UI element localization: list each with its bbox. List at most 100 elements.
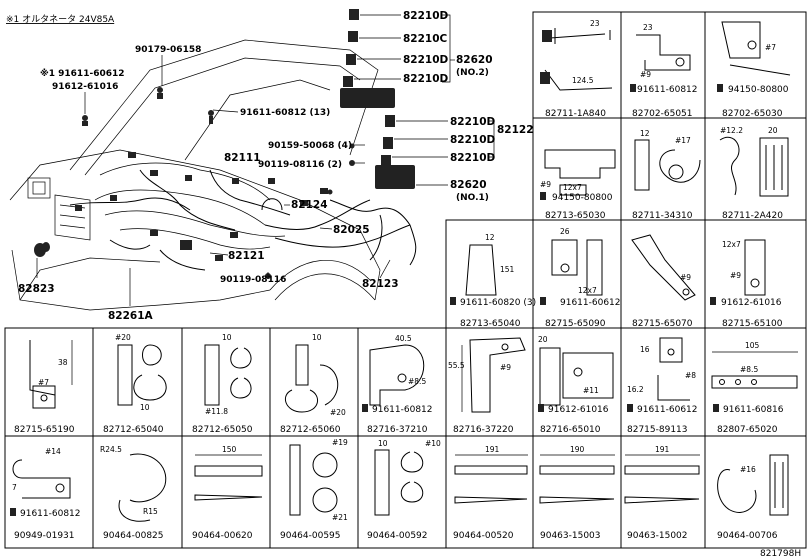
label-82124: 82124 — [291, 199, 328, 211]
dim-9: #9 — [730, 271, 741, 280]
part-82713-65040: 82713-65040 — [460, 319, 521, 329]
dim-23: 23 — [643, 23, 653, 32]
dim-10: 10 — [140, 403, 150, 412]
label-82261a: 82261A — [108, 310, 154, 322]
dim-10: 10 — [222, 333, 232, 342]
part-82712-65060: 82712-65060 — [280, 425, 341, 435]
label-90119-08116-2: 90119-08116 (2) — [258, 160, 342, 170]
label-82210d-3: 82210D — [403, 73, 449, 85]
part-bolt: 91611-60812 — [20, 509, 81, 519]
dim-12: 12 — [640, 129, 650, 138]
cell-82715-89113: 16 16.2 #8 91611-60612 82715-89113 — [627, 337, 698, 435]
cell-82715-65070: #9 82715-65070 — [631, 234, 696, 329]
dim-105: 105 — [745, 341, 760, 350]
dim-20: 20 — [768, 126, 778, 135]
part-bolt: 94150-80800 — [552, 193, 613, 203]
cell-82711-2a420: #12.2 20 82711-2A420 — [719, 126, 789, 221]
label-91611-60812: 91611-60812 (13) — [240, 108, 330, 118]
dim-12x7: 12x7 — [563, 183, 582, 192]
cell-82711-1a840: 23 124.5 82711-1A840 — [540, 19, 613, 119]
parts-grid — [4, 11, 807, 549]
dim-26: 26 — [560, 227, 570, 236]
dim-17: #17 — [675, 136, 691, 145]
dim-151: 151 — [500, 265, 515, 274]
dim-20: 20 — [538, 335, 548, 344]
cell-90464-00706: #16 90464-00706 — [717, 454, 789, 541]
label-91612-61016: 91612-61016 — [52, 82, 118, 92]
label-82121: 82121 — [228, 250, 265, 262]
cell-90463-15003: 190 90463-15003 — [539, 445, 615, 541]
dim-9: #9 — [640, 70, 651, 79]
dim-150: 150 — [222, 445, 237, 454]
part-82716-37220: 82716-37220 — [453, 425, 514, 435]
dim-124-5: 124.5 — [572, 76, 594, 85]
dim-16-2: 16.2 — [627, 385, 644, 394]
dim-10: #10 — [425, 439, 441, 448]
cell-82713-65030: #9 12x7 94150-80800 82713-65030 — [540, 149, 616, 221]
part-bolt: 91611-60812 — [637, 85, 698, 95]
part-90464-00620: 90464-00620 — [192, 531, 253, 541]
cell-90464-00825: R24.5 R15 90464-00825 — [100, 445, 167, 541]
part-82807-65020: 82807-65020 — [717, 425, 778, 435]
dim-11: #11 — [583, 386, 599, 395]
part-bolt: 91612-61016 — [721, 298, 782, 308]
dim-16: 16 — [640, 345, 650, 354]
part-82711-34310: 82711-34310 — [632, 211, 693, 221]
part-82712-65050: 82712-65050 — [192, 425, 253, 435]
part-82713-65030: 82713-65030 — [545, 211, 606, 221]
label-82210c: 82210C — [403, 33, 448, 45]
part-90464-00825: 90464-00825 — [103, 531, 164, 541]
part-82702-65051: 82702-65051 — [632, 109, 693, 119]
main-labels: 82210D 82210C 82210D 82210D 82620 (NO.2)… — [18, 10, 534, 322]
dim-10: 10 — [378, 439, 388, 448]
label-91611-60612: ※1 91611-60612 — [40, 68, 125, 79]
dim-20: #20 — [330, 408, 346, 417]
dim-19: #19 — [332, 438, 348, 447]
cell-90463-15002: 191 90463-15002 — [624, 445, 700, 541]
part-82715-65190: 82715-65190 — [14, 425, 75, 435]
label-82210d-5: 82210D — [450, 134, 496, 146]
label-90159-50068: 90159-50068 (4) — [268, 141, 352, 151]
label-82823: 82823 — [18, 283, 55, 295]
cell-82715-65090: 26 12x7 91611-60612 82715-65090 — [540, 227, 621, 329]
part-90464-00520: 90464-00520 — [453, 531, 514, 541]
part-bolt: 94150-80800 — [728, 85, 789, 95]
cell-90949-01931: #14 7 91611-60812 90949-01931 — [10, 447, 81, 541]
dim-11-8: #11.8 — [205, 407, 228, 416]
dim-20: #20 — [115, 333, 131, 342]
part-82712-65040: 82712-65040 — [103, 425, 164, 435]
part-90463-15002: 90463-15002 — [627, 531, 688, 541]
label-82210d-2: 82210D — [403, 54, 449, 66]
part-82715-65100: 82715-65100 — [722, 319, 783, 329]
dim-r15: R15 — [143, 507, 158, 516]
label-82025: 82025 — [333, 224, 370, 236]
part-bolt: 91612-61016 — [548, 405, 609, 415]
label-82210d-6: 82210D — [450, 152, 496, 164]
cell-82716-37220: 55.5 #9 82716-37220 — [448, 337, 526, 435]
label-82620-no2: 82620 — [456, 54, 493, 66]
part-bolt: 91611-60612 — [637, 405, 698, 415]
part-bolt: 91611-60812 — [372, 405, 433, 415]
part-bolt: 91611-60612 — [560, 298, 621, 308]
dim-12x7: 12x7 — [578, 286, 597, 295]
dim-40-5: 40.5 — [395, 334, 412, 343]
label-82111: 82111 — [224, 152, 261, 164]
engine-bay-illustration — [9, 9, 417, 311]
cell-90464-00595: #19 #21 90464-00595 — [280, 438, 348, 541]
cell-82711-34310: 12 #17 82711-34310 — [632, 129, 701, 221]
label-90179-06158: 90179-06158 — [135, 45, 201, 55]
dim-10: 10 — [312, 333, 322, 342]
cell-90464-00620: 150 90464-00620 — [192, 445, 263, 541]
dim-8: #8 — [685, 371, 696, 380]
cell-82712-65060: 10 #20 82712-65060 — [280, 333, 346, 435]
dim-23: 23 — [590, 19, 600, 28]
part-82716-65010: 82716-65010 — [540, 425, 601, 435]
cell-90464-00520: 191 90464-00520 — [453, 445, 528, 541]
part-90463-15003: 90463-15003 — [540, 531, 601, 541]
label-82122: 82122 — [497, 124, 534, 136]
part-82716-37210: 82716-37210 — [367, 425, 428, 435]
dim-8-5: #8.5 — [740, 365, 758, 374]
part-bolt: 91611-60816 — [723, 405, 784, 415]
dim-7: 7 — [12, 483, 17, 492]
